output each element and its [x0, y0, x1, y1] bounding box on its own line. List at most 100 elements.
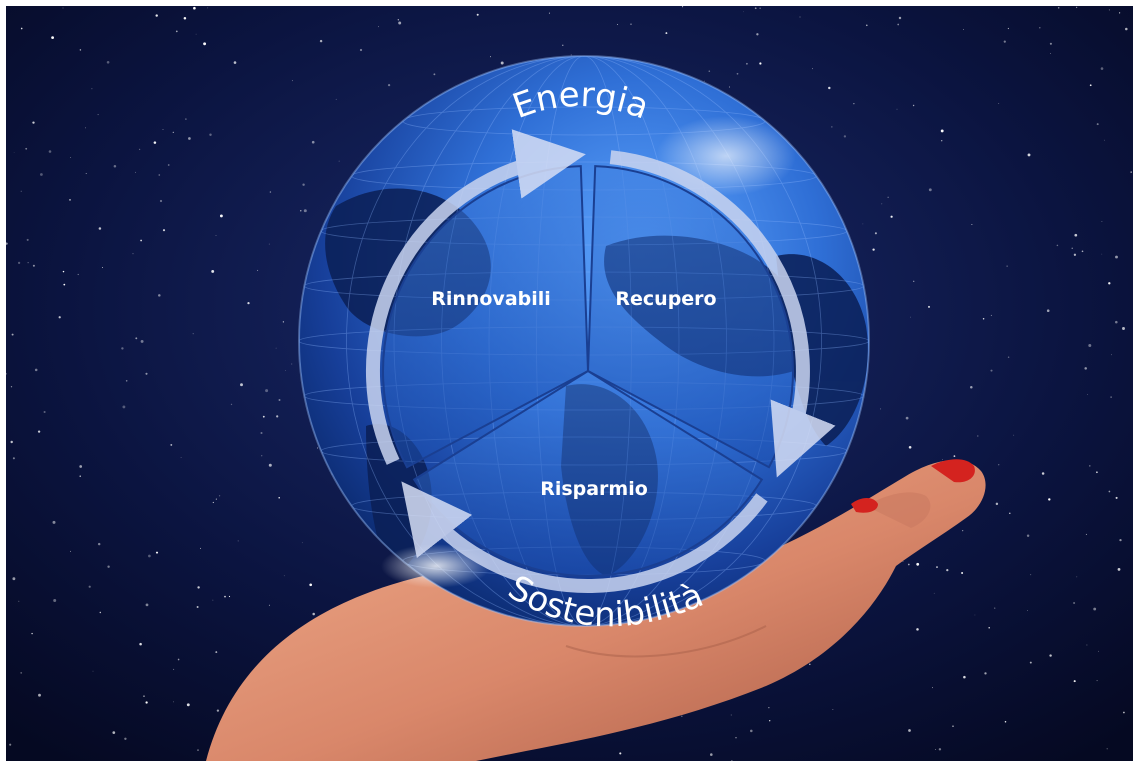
star: [85, 127, 86, 128]
star: [398, 19, 399, 20]
star: [897, 109, 898, 110]
star: [800, 17, 801, 18]
star: [682, 6, 683, 7]
star: [35, 369, 38, 372]
star: [107, 566, 109, 568]
star: [143, 695, 144, 696]
star: [173, 669, 174, 670]
star: [234, 61, 237, 64]
star: [99, 227, 102, 230]
star: [490, 56, 491, 57]
star: [1118, 568, 1121, 571]
star: [216, 499, 217, 500]
star: [1005, 721, 1007, 723]
star: [941, 129, 944, 132]
star: [1115, 256, 1118, 259]
star: [276, 348, 277, 349]
star: [1123, 712, 1125, 714]
star: [139, 643, 142, 646]
segment-label-risparmio: Risparmio: [540, 478, 648, 500]
star: [729, 87, 730, 88]
star: [209, 134, 211, 136]
star: [908, 564, 910, 566]
star: [1088, 344, 1091, 347]
star: [44, 411, 46, 413]
star: [292, 80, 293, 81]
star: [1073, 602, 1075, 604]
star: [28, 262, 29, 263]
star: [952, 725, 954, 727]
star: [184, 17, 187, 20]
star: [53, 599, 56, 602]
star: [1097, 123, 1099, 125]
star: [888, 197, 889, 198]
star: [1074, 254, 1076, 256]
star: [760, 8, 761, 9]
star: [988, 627, 990, 629]
star: [1119, 12, 1120, 13]
star: [207, 8, 208, 9]
star: [1027, 610, 1028, 611]
star: [1111, 354, 1112, 355]
star: [916, 628, 919, 631]
star: [1008, 28, 1009, 29]
star: [312, 613, 315, 616]
star: [63, 284, 65, 286]
star: [181, 457, 182, 458]
star: [197, 749, 199, 751]
star: [156, 552, 158, 554]
star: [320, 40, 322, 42]
star: [10, 441, 12, 443]
star: [998, 103, 999, 104]
star: [69, 199, 71, 201]
star: [983, 318, 985, 320]
star: [769, 720, 770, 721]
star: [133, 253, 134, 254]
star: [309, 583, 312, 586]
star: [224, 596, 226, 598]
star: [312, 141, 315, 144]
star: [863, 224, 864, 225]
star: [12, 334, 14, 336]
star: [910, 317, 911, 318]
star: [735, 737, 736, 738]
star: [178, 659, 180, 661]
star: [1084, 367, 1087, 370]
star: [1104, 140, 1105, 141]
star: [1030, 662, 1032, 664]
star: [25, 148, 27, 150]
star: [710, 753, 713, 756]
star: [163, 129, 164, 130]
star: [38, 694, 41, 697]
star: [219, 495, 220, 496]
star: [80, 49, 82, 51]
star: [1087, 394, 1088, 395]
star: [1082, 250, 1084, 252]
star: [238, 540, 239, 541]
star: [21, 191, 22, 192]
star: [872, 248, 874, 250]
star: [833, 709, 834, 710]
star: [562, 45, 563, 46]
star: [269, 244, 270, 245]
star: [304, 209, 307, 212]
star: [908, 729, 911, 732]
star: [853, 103, 854, 104]
star: [122, 405, 125, 408]
star: [27, 239, 29, 241]
star: [193, 333, 194, 334]
star: [963, 29, 964, 30]
star: [378, 26, 379, 27]
star: [1107, 748, 1108, 749]
star: [681, 716, 682, 717]
star: [977, 435, 978, 436]
star: [1125, 28, 1128, 31]
star: [1074, 680, 1076, 682]
star: [1076, 7, 1077, 8]
star: [100, 612, 101, 613]
star: [89, 586, 91, 588]
star: [961, 572, 963, 574]
star: [913, 281, 914, 282]
star: [388, 84, 390, 86]
star: [737, 73, 739, 75]
